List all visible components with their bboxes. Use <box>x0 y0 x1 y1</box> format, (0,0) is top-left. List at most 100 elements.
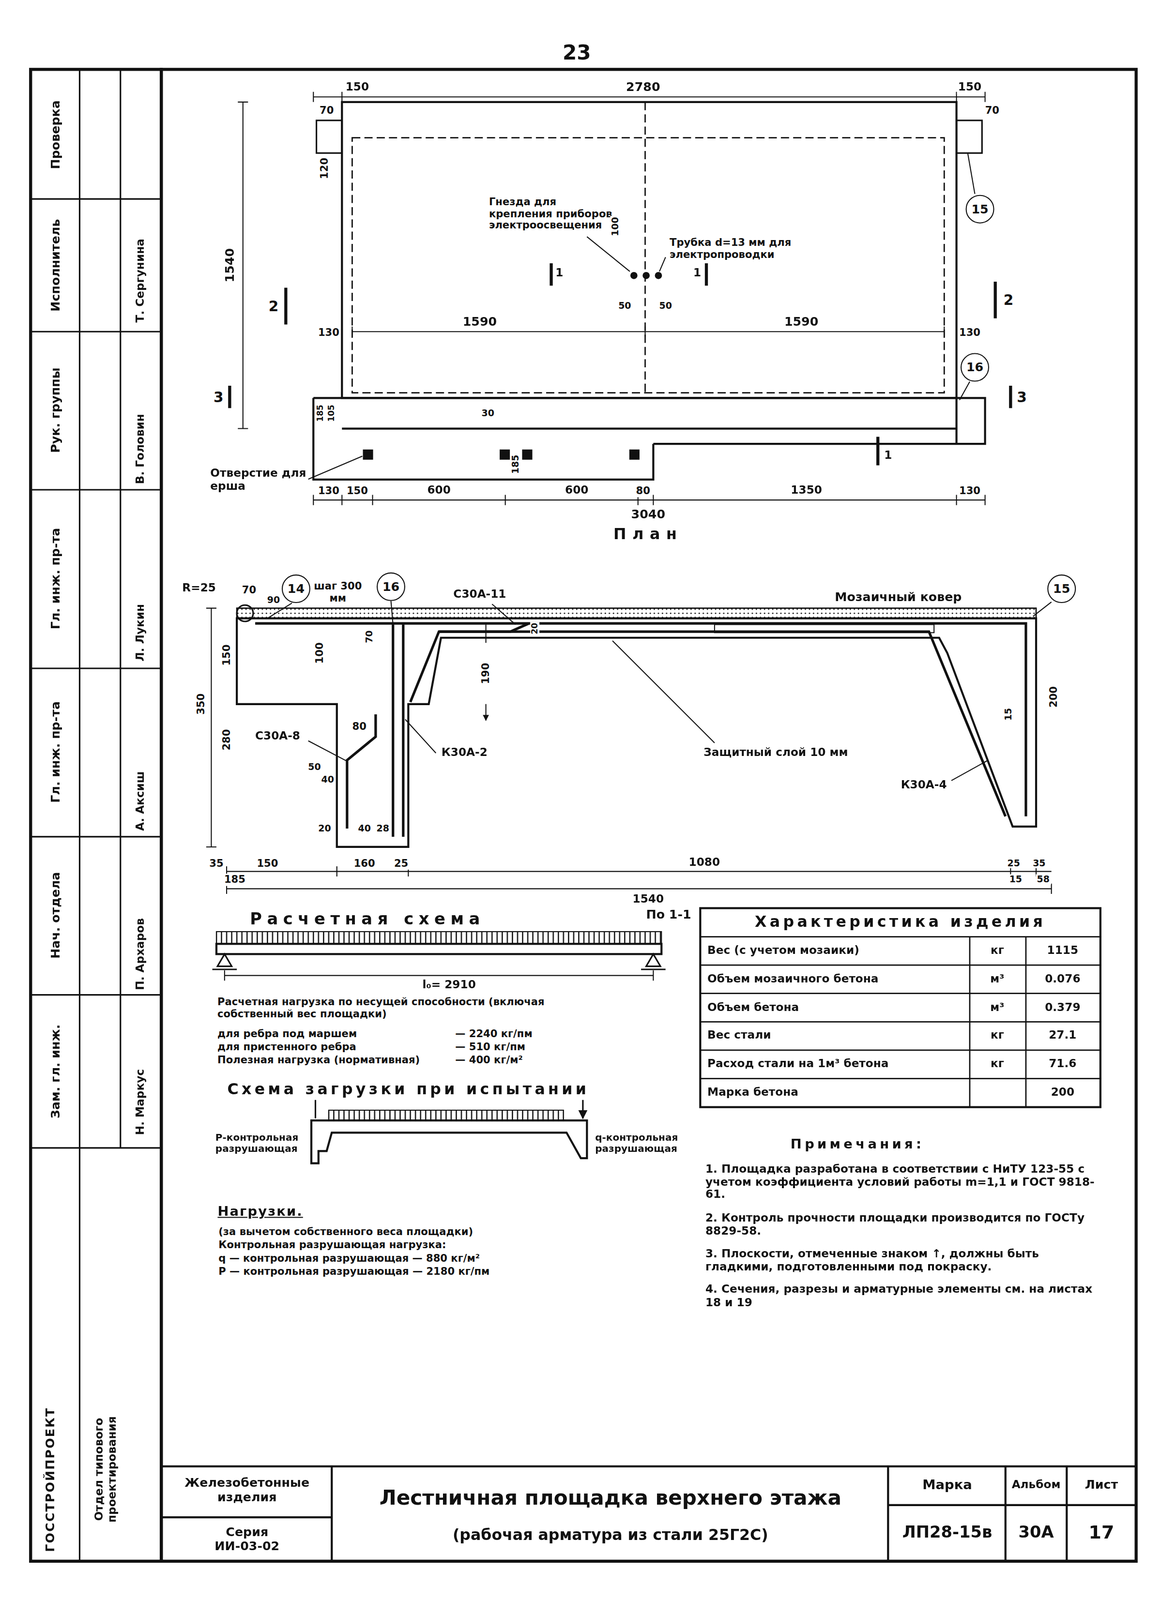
dimension: 80 <box>351 720 368 733</box>
leader-line <box>612 641 715 744</box>
design-scheme <box>212 931 666 981</box>
dimension: 1590 <box>783 315 820 330</box>
rebar-mark: К30А-2 <box>440 747 489 761</box>
section-mark: 1 <box>692 267 703 281</box>
notes-heading: Примечания: <box>789 1137 926 1153</box>
section-dimensions <box>206 608 1052 895</box>
section-view <box>236 618 1037 848</box>
dimension: 100 <box>313 641 326 665</box>
plan-view <box>522 450 533 460</box>
drawing-mark: ЛП28-15в <box>901 1523 994 1543</box>
dimension: 150 <box>345 485 369 497</box>
section-mark: 2 <box>1002 291 1015 309</box>
title-block-text: Серия ИИ-03-02 <box>205 1526 290 1555</box>
dimension: 1540 <box>631 893 665 907</box>
callout-circle: 15 <box>965 194 995 225</box>
rebar <box>255 623 1026 838</box>
callout-circle: 16 <box>376 572 406 602</box>
plan-view <box>644 102 646 394</box>
table-cell: м³ <box>989 1001 1006 1015</box>
dimension: 600 <box>426 484 452 498</box>
rebar <box>393 624 404 838</box>
dimension: 130 <box>958 326 982 339</box>
dimension: 100 <box>610 215 621 238</box>
section-mark <box>229 263 1011 466</box>
dimension: R=25 <box>181 582 217 596</box>
load-value: — 400 кг/м² <box>454 1054 524 1067</box>
leader-line <box>967 152 976 194</box>
department-name: Отдел типового проектирования <box>93 1402 120 1538</box>
dimension: 3040 <box>630 508 667 523</box>
stamp-role: Зам. гл. инж. <box>48 1023 63 1121</box>
section-view <box>236 605 1037 848</box>
plan-view <box>655 272 662 279</box>
drawing-title: Лестничная площадка верхнего этажа <box>378 1486 843 1511</box>
table-cell: кг <box>989 1058 1006 1072</box>
load-value: — 510 кг/пм <box>454 1041 527 1054</box>
section-dimensions <box>206 608 217 848</box>
dimension: 150 <box>255 857 279 870</box>
test-scheme <box>315 1100 583 1119</box>
callout-number: 14 <box>287 582 305 596</box>
note: 2. Контроль прочности площадки производи… <box>704 1212 1100 1239</box>
rebar <box>439 631 1006 817</box>
dimension: 130 <box>958 485 982 497</box>
load-label: Р-контрольная разрушающая <box>214 1132 309 1156</box>
page-number: 23 <box>561 41 593 65</box>
dimension: 50 <box>617 301 633 312</box>
leader-line <box>586 236 630 272</box>
stamp-name: П. Архаров <box>134 917 148 992</box>
section-mark: 3 <box>1015 388 1028 406</box>
section-dimensions <box>226 884 1052 895</box>
leader-line <box>307 456 363 480</box>
note: 4. Сечения, разрезы и арматурные элемент… <box>704 1283 1100 1310</box>
section-mark: 1 <box>883 449 893 463</box>
load-text: для ребра под маршем <box>216 1028 358 1040</box>
dimension: 1590 <box>461 315 499 330</box>
section-heading: Схема загрузки при испытании <box>226 1081 591 1100</box>
leader-line <box>267 152 1052 781</box>
plan-dimensions <box>237 102 248 429</box>
dimension: 50 <box>657 301 673 312</box>
table-cell: 0.379 <box>1043 1001 1082 1015</box>
rebar <box>347 714 376 829</box>
test-scheme <box>328 1110 564 1121</box>
table-cell: 0.076 <box>1043 973 1082 987</box>
stamp-name: Л. Лукин <box>134 603 148 663</box>
annotation: Гнезда для крепления приборов электроосв… <box>488 196 618 232</box>
dimension: 200 <box>1047 685 1060 709</box>
plan-view <box>313 102 985 480</box>
design-scheme <box>216 931 662 945</box>
dimension: 150 <box>344 81 371 95</box>
dimension: 40 <box>320 774 336 786</box>
section-mark <box>229 263 1011 466</box>
callout-number: 16 <box>966 361 984 374</box>
table-cell: Расход стали на 1м³ бетона <box>706 1058 890 1072</box>
plan-view <box>351 137 945 394</box>
dimension: 58 <box>1035 874 1051 886</box>
callout-circle: 15 <box>1046 574 1077 604</box>
stamp-name: Т. Сергунина <box>134 237 148 324</box>
section-view <box>236 608 1037 619</box>
rebar-mark: С30А-8 <box>254 730 302 744</box>
table-cell: кг <box>989 944 1006 958</box>
plan-view <box>316 120 343 153</box>
load-label: q-контрольная разрушающая <box>594 1132 694 1156</box>
title-block <box>161 1466 1137 1562</box>
section-dimensions <box>226 866 1052 877</box>
design-scheme <box>212 968 666 971</box>
title-block <box>161 1466 1137 1562</box>
sheet-frame <box>30 69 162 1562</box>
stamp-role: Нач. отдела <box>48 870 63 960</box>
note: 3. Плоскости, отмеченные знаком ↑, должн… <box>704 1248 1100 1275</box>
table-cell: 200 <box>1050 1086 1076 1100</box>
callout-circle: 14 <box>281 574 311 604</box>
dimension: 150 <box>220 643 233 667</box>
note: 1. Площадка разработана в соответствии с… <box>704 1163 1100 1203</box>
table-cell: Объем бетона <box>706 1001 800 1015</box>
annotation: Отверстие для ерша <box>209 467 309 494</box>
title-block-text: Марка <box>921 1478 974 1494</box>
dimension: 40 <box>356 823 372 835</box>
